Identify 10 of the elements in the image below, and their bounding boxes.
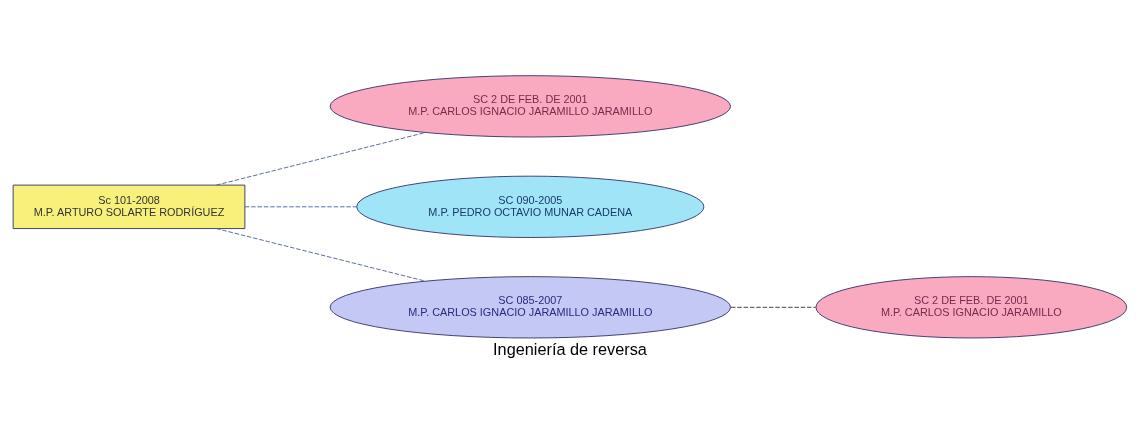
connector bbox=[730, 306, 817, 308]
node-ellipse: SC 085-2007 M.P. CARLOS IGNACIO JARAMILLO JARAMILLO bbox=[329, 276, 731, 339]
connector bbox=[215, 228, 426, 282]
node-ellipse: SC 090-2005 M.P. PEDRO OCTAVIO MUNAR CADENA bbox=[356, 175, 705, 238]
caption: Ingeniería de reversa bbox=[493, 339, 647, 358]
connector bbox=[215, 132, 426, 186]
node-box: Sc 101-2008 M.P. ARTURO SOLARTE RODRÍGUEZ bbox=[12, 184, 246, 229]
connector bbox=[244, 206, 358, 208]
node-ellipse: SC 2 DE FEB. DE 2001 M.P. CARLOS IGNACIO JARAMILLO bbox=[815, 276, 1128, 339]
node-ellipse: SC 2 DE FEB. DE 2001 M.P. CARLOS IGNACIO JARAMILLO JARAMILLO bbox=[329, 75, 731, 138]
